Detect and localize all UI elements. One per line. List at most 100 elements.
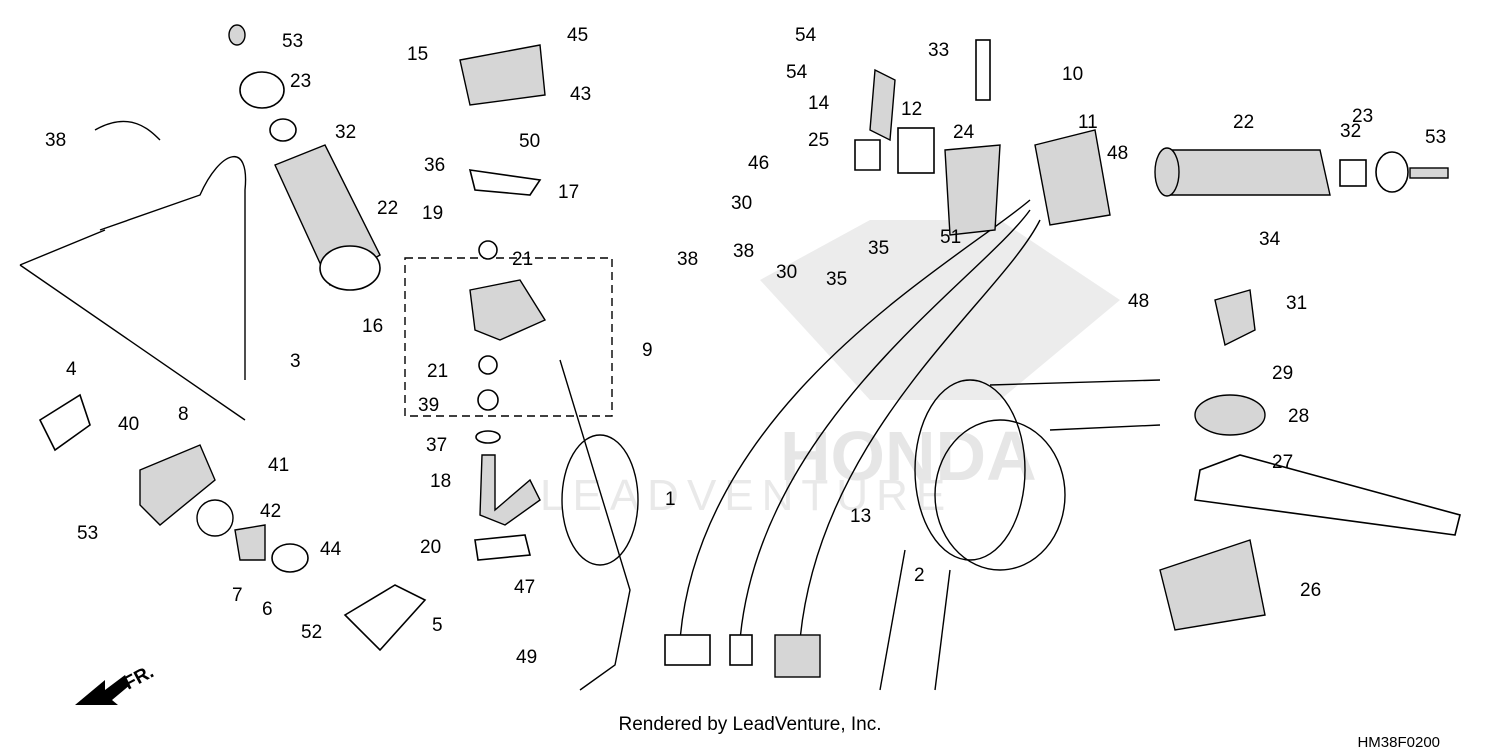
callout-label: 8 xyxy=(178,404,189,425)
callout-label: 7 xyxy=(232,585,243,606)
cable-13-end xyxy=(879,549,906,691)
throttle-housing xyxy=(404,44,613,561)
callout-label: 51 xyxy=(940,227,961,248)
switch-12 xyxy=(897,127,935,174)
callout-label: 53 xyxy=(77,523,98,544)
callout-label: 54 xyxy=(786,62,808,83)
callout-label: 32 xyxy=(335,122,356,143)
callout-label: 23 xyxy=(1352,106,1373,127)
housing-16-box xyxy=(404,257,613,417)
callout-label: 21 xyxy=(427,361,448,382)
nut-39 xyxy=(477,389,499,411)
callout-label: 34 xyxy=(1259,229,1281,250)
cap-6 xyxy=(271,543,309,573)
bolt-33 xyxy=(975,39,991,101)
front-indicator: FR. xyxy=(75,662,157,705)
housing-16 xyxy=(469,279,547,341)
oring-42 xyxy=(196,499,234,537)
callout-label: 10 xyxy=(1062,64,1083,85)
callout-label: 22 xyxy=(1233,112,1254,133)
plate-5 xyxy=(343,584,427,652)
callout-label: 33 xyxy=(928,40,949,61)
dotted-shading xyxy=(760,220,1120,400)
throttle-cable xyxy=(99,156,247,270)
cable-13-loop xyxy=(914,379,1026,561)
callout-label: 2 xyxy=(914,565,925,586)
diagram-canvas: HONDA LEADVENTURE xyxy=(19,24,1461,705)
callout-label: 49 xyxy=(516,647,537,668)
callout-label: 53 xyxy=(1425,127,1446,148)
watermark-text: LEADVENTURE xyxy=(540,471,953,520)
callout-label: 5 xyxy=(432,615,443,636)
callout-label: 1 xyxy=(665,489,676,510)
callout-label: 52 xyxy=(301,622,322,643)
plate-20 xyxy=(474,534,532,561)
cable-2-end xyxy=(934,569,951,691)
connector-c xyxy=(774,634,821,678)
watermark-brand: HONDA xyxy=(780,417,1037,495)
callout-label: 38 xyxy=(45,130,66,151)
callout-label: 17 xyxy=(558,182,579,203)
callout-label: 25 xyxy=(808,130,829,151)
callout-label: 30 xyxy=(776,262,797,283)
callout-label: 16 xyxy=(362,316,383,337)
connector-a xyxy=(664,634,711,666)
housing-24 xyxy=(944,144,1001,236)
bracket-31 xyxy=(1214,289,1256,347)
callout-label: 39 xyxy=(418,395,439,416)
callout-label: 30 xyxy=(731,193,752,214)
callout-label: 3 xyxy=(290,351,301,372)
cap-21-bottom xyxy=(478,355,498,375)
bolt-53-right xyxy=(1409,167,1449,179)
arm-17 xyxy=(468,169,542,196)
harness-b xyxy=(739,209,1031,641)
callout-label: 43 xyxy=(570,84,591,105)
clip-25 xyxy=(854,139,881,171)
callout-label: 47 xyxy=(514,577,535,598)
cable-1 xyxy=(559,359,631,691)
callout-label: 38 xyxy=(733,241,754,262)
callout-label: 9 xyxy=(642,340,653,361)
callout-label: 48 xyxy=(1107,143,1128,164)
callout-label: 19 xyxy=(422,203,443,224)
front-label: FR. xyxy=(120,662,157,695)
spring-7 xyxy=(234,524,266,561)
grip-22-right-end xyxy=(1154,147,1180,197)
callout-label: 28 xyxy=(1288,406,1309,427)
callout-label: 23 xyxy=(290,71,311,92)
clamp-14 xyxy=(869,68,896,142)
callout-label: 36 xyxy=(424,155,445,176)
throttle-sensor xyxy=(38,393,427,652)
front-arrow-icon xyxy=(75,675,130,705)
connector-b xyxy=(729,634,753,666)
right-grip-assembly xyxy=(1154,147,1461,631)
watermark: HONDA LEADVENTURE xyxy=(540,220,1120,520)
callout-label: 50 xyxy=(519,131,540,152)
left-grip-assembly xyxy=(19,24,381,421)
callout-label: 18 xyxy=(430,471,451,492)
grip-22-end xyxy=(319,245,381,291)
callout-label: 6 xyxy=(262,599,273,620)
callout-label: 44 xyxy=(320,539,342,560)
cable-2-top xyxy=(1049,424,1161,431)
cables xyxy=(559,199,1161,691)
callout-label: 32 xyxy=(1340,121,1361,142)
cover-26 xyxy=(1159,539,1266,631)
callout-label: 29 xyxy=(1272,363,1293,384)
grip-22-right xyxy=(1164,149,1331,196)
callout-label: 21 xyxy=(512,249,533,270)
callout-label: 26 xyxy=(1300,580,1321,601)
callout-label: 12 xyxy=(901,99,922,120)
callout-label: 22 xyxy=(377,198,398,219)
callout-label: 11 xyxy=(1078,112,1098,133)
weight-23-right xyxy=(1375,151,1409,193)
callout-label: 15 xyxy=(407,44,428,65)
diagram-code: HM38F0200 xyxy=(1357,734,1440,751)
weight-23-left xyxy=(239,71,285,109)
callout-label: 54 xyxy=(795,25,817,46)
bolt-53-top xyxy=(228,24,246,46)
callout-label: 14 xyxy=(808,93,830,114)
cable-2-loop xyxy=(934,419,1066,571)
lever-18 xyxy=(479,454,541,526)
